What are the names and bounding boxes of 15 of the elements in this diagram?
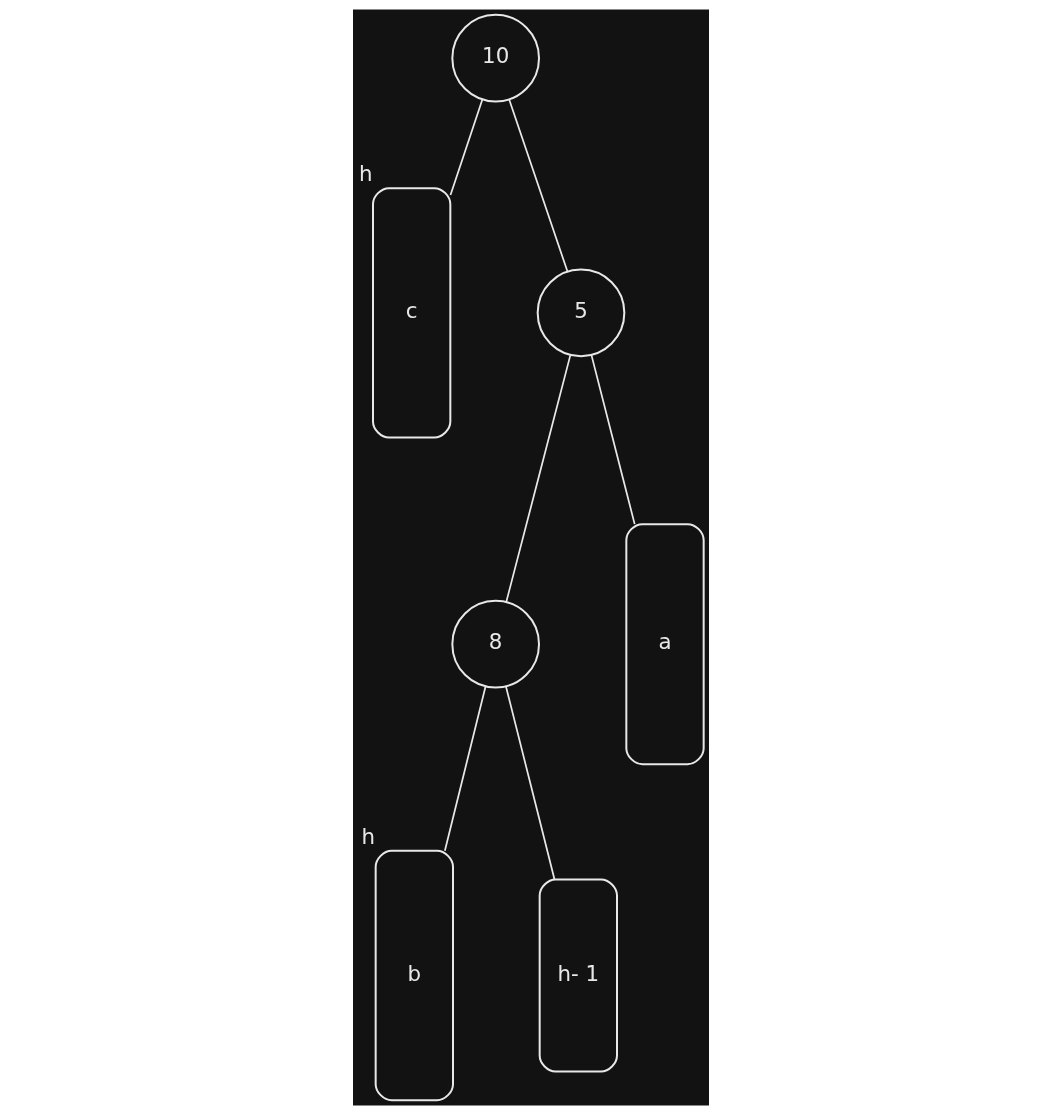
node-label: h xyxy=(361,823,375,849)
node-box: a xyxy=(624,523,705,766)
connector xyxy=(590,354,635,525)
node-box: b xyxy=(374,849,454,1102)
node-circle: 10 xyxy=(450,13,540,103)
node-circle: 5 xyxy=(536,268,625,358)
connector xyxy=(504,685,555,881)
connector xyxy=(443,685,486,852)
connector xyxy=(507,98,568,273)
node-label: h xyxy=(358,161,372,187)
node-circle: 8 xyxy=(450,599,540,689)
node-box: c xyxy=(371,187,451,439)
connector xyxy=(504,354,571,603)
connector xyxy=(449,98,483,196)
node-box: h- 1 xyxy=(538,878,618,1073)
